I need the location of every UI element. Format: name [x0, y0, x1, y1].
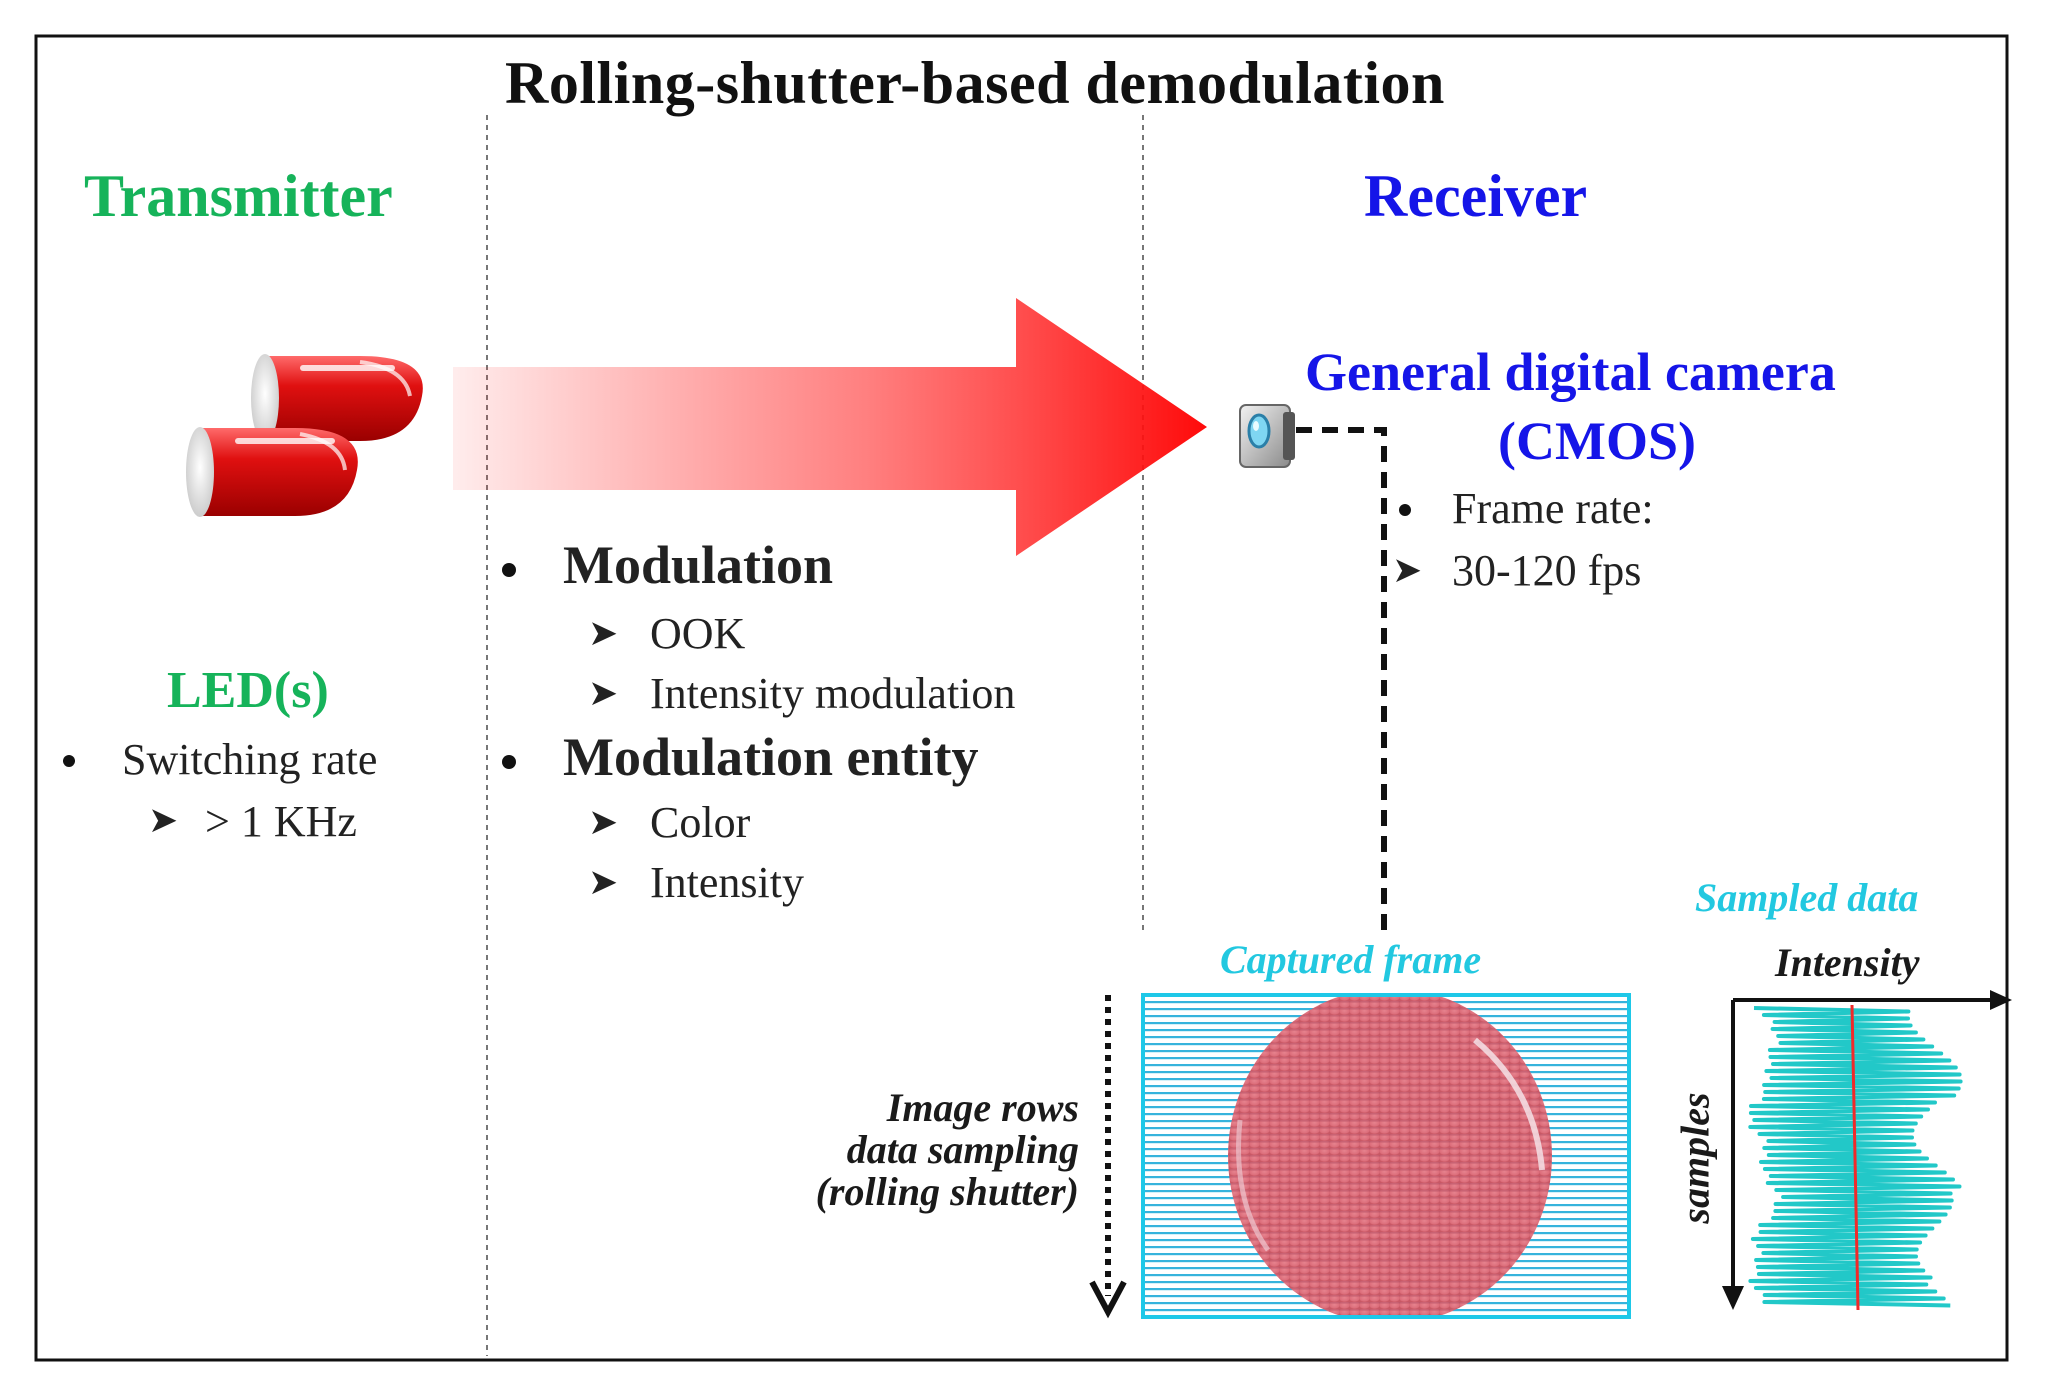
camera-connector [1296, 427, 1387, 935]
chevron-icon: ➤ [1392, 550, 1423, 590]
captured-frame [1141, 993, 1631, 1319]
chevron-icon: ➤ [588, 802, 619, 842]
bullet-framerate [1399, 504, 1411, 516]
rows-caption-line2: data sampling [846, 1127, 1079, 1172]
rows-caption-line3: (rolling shutter) [815, 1169, 1079, 1214]
bullet-entity [502, 755, 516, 769]
captured-frame-caption: Captured frame [1220, 937, 1482, 982]
outer-border [34, 34, 2009, 1362]
receiver-heading: Receiver [1364, 163, 1588, 229]
led-icon [186, 354, 423, 517]
frame-rate-label: Frame rate: [1452, 484, 1654, 533]
entity-item-intensity: Intensity [650, 858, 804, 907]
frame-rate-value: 30-120 fps [1452, 546, 1642, 595]
transmitter-heading: Transmitter [84, 163, 393, 229]
waveform-line [1748, 1006, 1963, 1308]
chevron-icon: ➤ [148, 800, 179, 840]
chevron-icon: ➤ [588, 673, 619, 713]
sampled-centerline [1850, 1004, 1860, 1311]
transmission-arrow [453, 298, 1207, 556]
camera-title-line1: General digital camera [1305, 342, 1836, 402]
switching-rate-value: > 1 KHz [205, 797, 357, 846]
sampled-waveform [1748, 1006, 1963, 1308]
samples-axis-label: samples [1672, 1092, 1718, 1224]
sampled-data-caption: Sampled data [1695, 875, 1919, 920]
diagram-title: Rolling-shutter-based demodulation [505, 50, 1445, 116]
sampled-axes [1722, 990, 2012, 1310]
modulation-item-ook: OOK [650, 609, 746, 658]
intensity-axis-label: Intensity [1775, 940, 1920, 985]
camera-title-line2: (CMOS) [1498, 411, 1696, 471]
camera-icon [1239, 404, 1295, 468]
rolling-direction-arrow [1089, 995, 1127, 1319]
modulation-item-intensity: Intensity modulation [650, 669, 1016, 718]
bullet-modulation [502, 563, 516, 577]
chevron-icon: ➤ [588, 613, 619, 653]
rows-caption-line1: Image rows [886, 1085, 1079, 1130]
entity-label: Modulation entity [563, 727, 979, 787]
led-title: LED(s) [167, 662, 329, 719]
entity-item-color: Color [650, 798, 751, 847]
switching-rate-label: Switching rate [122, 735, 378, 784]
chevron-icon: ➤ [588, 862, 619, 902]
bullet-switching [63, 755, 75, 767]
modulation-label: Modulation [563, 535, 834, 595]
